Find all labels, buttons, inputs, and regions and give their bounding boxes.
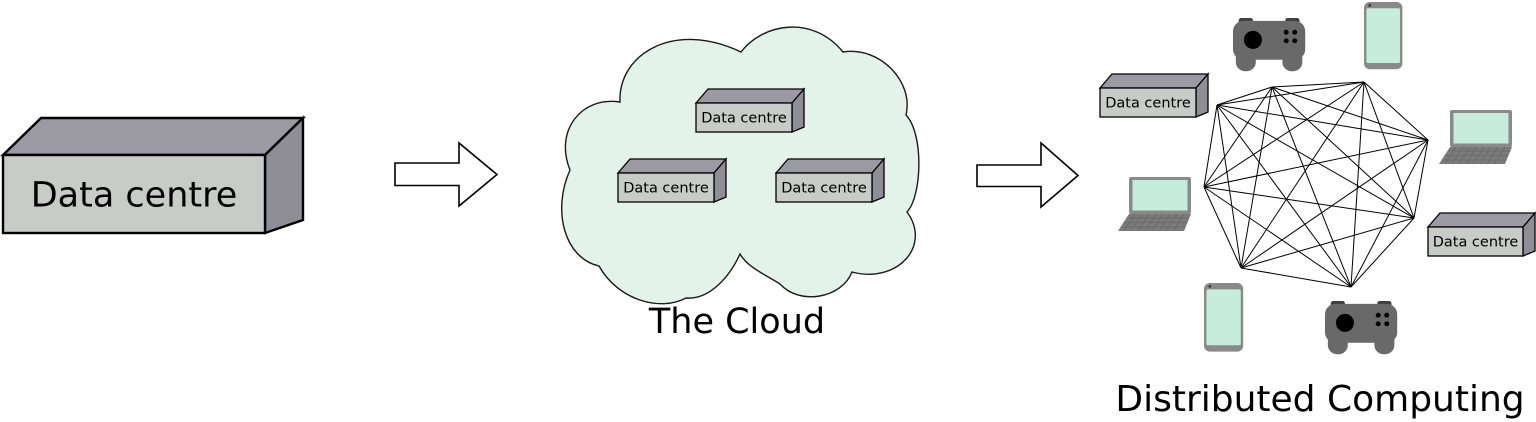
mesh-edge bbox=[1203, 186, 1242, 269]
mesh-edge bbox=[1216, 104, 1429, 141]
mesh-edge bbox=[1363, 81, 1415, 219]
mesh-edge bbox=[1203, 104, 1218, 188]
game-controller-icon bbox=[1325, 301, 1398, 355]
mesh-edge bbox=[1216, 86, 1273, 106]
data-centre-label: Data centre bbox=[701, 111, 787, 127]
laptop-icon bbox=[1117, 176, 1192, 232]
mesh-edge bbox=[1271, 86, 1352, 288]
mesh-edge bbox=[1350, 81, 1365, 288]
flow-arrow-1 right-arrow-icon bbox=[394, 141, 499, 208]
mesh-edge bbox=[1240, 81, 1365, 269]
mesh-edge bbox=[1203, 86, 1273, 188]
mesh-edge bbox=[1271, 86, 1429, 141]
mesh-edge bbox=[1413, 139, 1429, 219]
mesh-edge bbox=[1240, 139, 1429, 269]
stage-distributed-computing: Data centre Data centre Distributed Comp… bbox=[1098, 2, 1536, 420]
box-front-face bbox=[775, 172, 873, 203]
mesh-edge bbox=[1203, 81, 1365, 188]
mesh-edge bbox=[1271, 81, 1365, 88]
mesh-edge bbox=[1240, 217, 1415, 269]
box-front-face bbox=[617, 172, 715, 203]
data-centre-label: Data centre bbox=[1433, 235, 1519, 251]
mesh-edge bbox=[1216, 104, 1352, 288]
box-front-face bbox=[1427, 226, 1524, 257]
data-centre-box: Data centre bbox=[1098, 72, 1210, 118]
mesh-network bbox=[1203, 81, 1429, 288]
box-top-face bbox=[694, 88, 806, 104]
mesh-edge bbox=[1240, 86, 1273, 269]
data-centre-label: Data centre bbox=[1105, 96, 1191, 112]
flow-arrow-2 right-arrow-icon bbox=[976, 141, 1080, 209]
data-centre-label: Data centre bbox=[31, 175, 238, 215]
data-centre-label: Data centre bbox=[781, 181, 867, 197]
box-top-face bbox=[1426, 212, 1536, 228]
stage-single-data-centre: Data centre bbox=[0, 115, 306, 235]
data-centre-label: Data centre bbox=[623, 181, 709, 197]
mesh-edge bbox=[1240, 267, 1352, 288]
box-front-face bbox=[695, 102, 793, 133]
box-front-face bbox=[1, 153, 267, 235]
data-centre-box: Data centre bbox=[694, 87, 806, 133]
laptop-icon bbox=[1438, 109, 1513, 165]
data-centre-box: Data centre bbox=[0, 115, 306, 235]
smartphone-icon bbox=[1364, 2, 1403, 70]
mesh-edge bbox=[1363, 81, 1429, 141]
box-front-face bbox=[1099, 87, 1197, 118]
box-top-face bbox=[0, 116, 306, 157]
data-centre-box: Data centre bbox=[616, 157, 728, 203]
box-top-face bbox=[774, 158, 886, 174]
cloud-shape bbox=[561, 26, 920, 305]
stage-the-cloud: Data centre Data centre Data centre The … bbox=[561, 26, 920, 342]
mesh-edge bbox=[1216, 104, 1242, 269]
mesh-edge bbox=[1271, 86, 1415, 219]
data-centre-box: Data centre bbox=[1426, 211, 1536, 257]
mesh-edge bbox=[1216, 104, 1415, 219]
caption-the-cloud: The Cloud bbox=[648, 302, 825, 342]
data-centre-box: Data centre bbox=[774, 157, 886, 203]
game-controller-icon bbox=[1233, 18, 1306, 72]
mesh-edge bbox=[1216, 81, 1365, 106]
mesh-edge bbox=[1203, 139, 1429, 188]
mesh-edge bbox=[1203, 186, 1352, 288]
mesh-edge bbox=[1203, 186, 1415, 219]
mesh-edge bbox=[1350, 139, 1429, 288]
mesh-edge bbox=[1350, 217, 1415, 288]
box-top-face bbox=[1098, 73, 1210, 89]
box-top-face bbox=[616, 158, 728, 174]
caption-distributed-computing: Distributed Computing bbox=[1115, 379, 1524, 420]
smartphone-icon bbox=[1204, 283, 1244, 352]
